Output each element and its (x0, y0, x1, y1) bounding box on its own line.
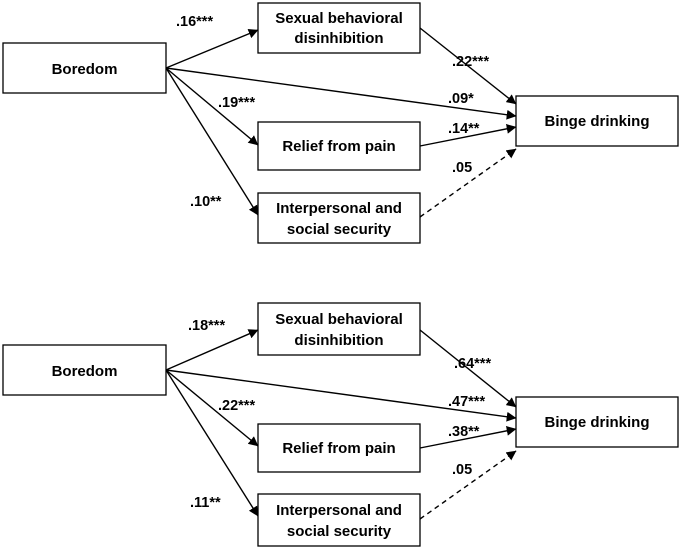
coef-boredom-relief: .19*** (218, 95, 255, 111)
coef-boredom-interpersonal: .10** (190, 194, 222, 210)
edge-sexual-binge (419, 329, 517, 408)
node-sexual-label-line2: disinhibition (294, 332, 383, 349)
coef-relief-binge: .38** (448, 424, 480, 440)
coef-sexual-binge: .22*** (452, 54, 489, 70)
node-boredom-label: Boredom (52, 363, 118, 380)
panel-1: Boredom Sexual behavioral disinhibition … (2, 2, 679, 244)
node-boredom: Boredom (2, 344, 167, 396)
coef-boredom-relief: .22*** (218, 398, 255, 414)
coef-interpersonal-binge: .05 (452, 160, 472, 176)
coef-boredom-binge: .09* (448, 91, 474, 107)
edge-interpersonal-binge (419, 450, 517, 520)
edge-relief-binge (419, 426, 517, 449)
coef-interpersonal-binge: .05 (452, 462, 472, 478)
node-relief-label: Relief from pain (282, 138, 395, 155)
node-sexual-behavioral-disinhibition: Sexual behavioral disinhibition (257, 2, 421, 54)
node-interpersonal-label-line1: Interpersonal and (276, 200, 402, 217)
node-interpersonal-social-security: Interpersonal and social security (257, 493, 421, 547)
node-binge-label: Binge drinking (545, 113, 650, 130)
node-binge-label: Binge drinking (545, 414, 650, 431)
coef-boredom-sexual: .16*** (176, 14, 213, 30)
edge-boredom-interpersonal (165, 369, 259, 517)
edge-boredom-sexual (165, 29, 259, 69)
node-sexual-label-line1: Sexual behavioral (275, 311, 403, 328)
node-boredom: Boredom (2, 42, 167, 94)
node-interpersonal-label-line1: Interpersonal and (276, 502, 402, 519)
edge-boredom-binge (165, 67, 517, 120)
edge-boredom-sexual (165, 329, 259, 371)
node-sexual-label-line2: disinhibition (294, 30, 383, 47)
node-binge-drinking: Binge drinking (515, 396, 679, 448)
coef-relief-binge: .14** (448, 121, 480, 137)
node-relief-from-pain: Relief from pain (257, 423, 421, 473)
node-sexual-label-line1: Sexual behavioral (275, 10, 403, 27)
coef-boredom-binge: .47*** (448, 394, 485, 410)
edge-boredom-interpersonal (165, 67, 259, 216)
panel-2: Boredom Sexual behavioral disinhibition … (2, 302, 679, 547)
node-binge-drinking: Binge drinking (515, 95, 679, 147)
edge-interpersonal-binge (419, 148, 517, 218)
coef-boredom-sexual: .18*** (188, 318, 225, 334)
node-boredom-label: Boredom (52, 61, 118, 78)
edge-relief-binge (419, 124, 517, 147)
edge-boredom-relief (165, 369, 259, 447)
edge-boredom-relief (165, 67, 259, 146)
edge-boredom-binge (165, 369, 517, 422)
node-relief-from-pain: Relief from pain (257, 121, 421, 171)
node-interpersonal-label-line2: social security (287, 523, 392, 540)
node-interpersonal-social-security: Interpersonal and social security (257, 192, 421, 244)
node-interpersonal-label-line2: social security (287, 221, 392, 238)
node-sexual-behavioral-disinhibition: Sexual behavioral disinhibition (257, 302, 421, 356)
node-relief-label: Relief from pain (282, 440, 395, 457)
edge-sexual-binge (419, 27, 517, 105)
coef-sexual-binge: .64*** (454, 356, 491, 372)
coef-boredom-interpersonal: .11** (190, 495, 221, 511)
